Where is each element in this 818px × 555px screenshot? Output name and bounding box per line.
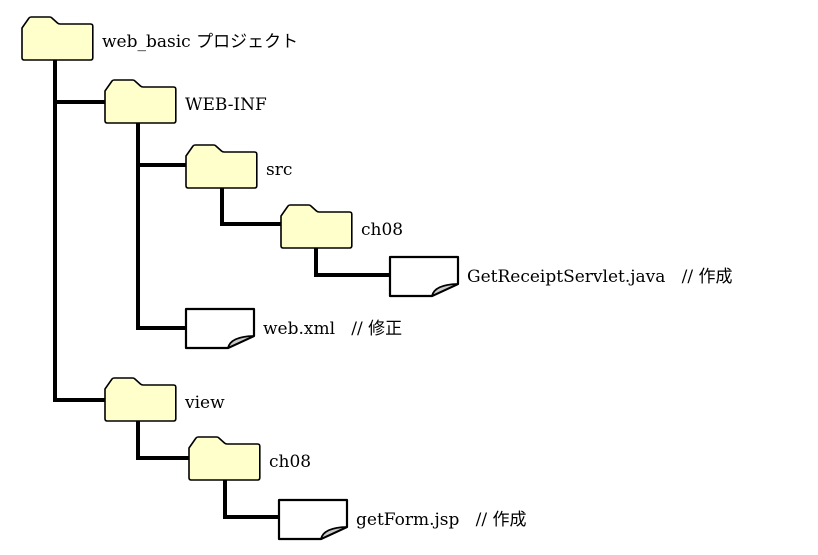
connector-src-to-ch08 — [220, 186, 284, 226]
tree-node-getreceiptservlet-file: GetReceiptServlet.java // 作成 — [388, 255, 732, 298]
node-label: web_basic プロジェクト — [102, 32, 299, 52]
node-label: ch08 — [361, 220, 404, 240]
node-label: web.xml // 修正 — [263, 319, 403, 339]
tree-node-web-xml-file: web.xml // 修正 — [184, 307, 402, 350]
tree-node-view-ch08-folder: ch08 — [187, 435, 311, 482]
folder-icon — [279, 203, 354, 250]
file-icon — [184, 307, 256, 350]
folder-icon — [103, 78, 178, 125]
folder-icon — [20, 15, 95, 62]
connector-webinf-trunk — [136, 120, 188, 330]
node-label: src — [266, 160, 293, 180]
connector-ch08-to-getform — [223, 478, 281, 519]
connector-ch08-to-servlet — [314, 246, 392, 277]
tree-node-web-inf-folder: WEB-INF — [103, 78, 267, 125]
folder-icon — [103, 376, 178, 423]
file-icon — [277, 498, 349, 541]
node-label: getForm.jsp // 作成 — [356, 510, 527, 530]
connector-view-to-ch08 — [136, 419, 191, 460]
connector-root-trunk — [53, 58, 107, 402]
node-label: GetReceiptServlet.java // 作成 — [467, 267, 733, 287]
tree-node-src-ch08-folder: ch08 — [279, 203, 403, 250]
tree-node-src-folder: src — [184, 143, 292, 190]
folder-icon — [187, 435, 262, 482]
node-label: ch08 — [269, 452, 312, 472]
file-icon — [388, 255, 460, 298]
node-label: view — [185, 393, 225, 413]
node-label: WEB-INF — [185, 95, 267, 115]
tree-node-web-basic-folder: web_basic プロジェクト — [20, 15, 298, 62]
tree-node-getform-jsp-file: getForm.jsp // 作成 — [277, 498, 526, 541]
folder-icon — [184, 143, 259, 190]
tree-node-view-folder: view — [103, 376, 225, 423]
